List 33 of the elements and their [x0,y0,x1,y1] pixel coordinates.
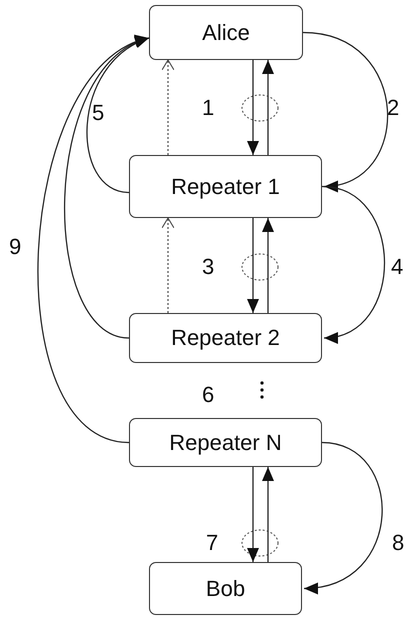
arrow [262,467,274,562]
node-label: Repeater N [169,430,282,456]
step-number: 3 [202,256,214,278]
node-label: Alice [202,20,250,46]
arrow [304,442,383,593]
arrow [322,186,386,342]
node-label: Bob [206,576,246,602]
arrow [247,60,259,155]
arrow [262,60,274,155]
step-number: 9 [9,236,22,258]
dotted-arrow [162,60,174,155]
step-number: 4 [391,256,404,278]
arrow [64,37,150,339]
node-label: Repeater 2 [171,325,280,351]
arrow [302,32,388,190]
arrow [262,218,274,313]
node-label: Repeater 1 [171,174,280,200]
node-box [149,5,303,60]
node-box [129,155,322,218]
arrow [247,467,259,562]
step-number: 6 [202,384,214,406]
step-number: 8 [392,532,404,554]
arrow [86,37,150,194]
step-number: 1 [202,97,214,119]
node-box [129,313,322,363]
step-number: 5 [92,102,104,124]
step-number: 7 [206,532,218,554]
arrow [247,218,259,313]
dotted-arrow [162,218,174,313]
step-number: 2 [387,97,400,119]
arrow [38,37,150,444]
node-box [149,562,302,615]
node-box [129,418,322,467]
